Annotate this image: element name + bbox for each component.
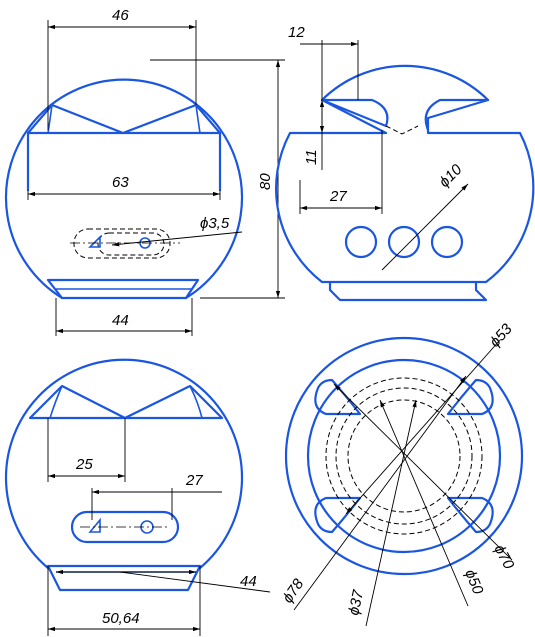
tl-hole-mark [88,235,101,248]
br-dim-37: ϕ37 [345,588,367,617]
bl-dim-50-64: 50,64 [102,610,140,627]
tl-dim-46: 46 [112,7,129,24]
tl-outline [4,78,244,300]
view-top-right: 12 11 27 ϕ10 [275,24,535,302]
br-hidden-1 [325,377,483,535]
br-leader-37 [365,399,417,627]
bl-hole-mark [88,517,101,533]
br-slot-bottom-right [446,496,494,534]
tr-outline [275,64,535,302]
tl-leader-3-5 [111,231,243,247]
tl-slot-hidden [73,228,171,259]
view-top-left: 46 63 80 ϕ3,5 44 [4,7,285,336]
tl-body-edge [26,131,222,192]
bl-outline [4,358,244,570]
bl-leader-44 [119,571,271,593]
tl-slot-inner [97,232,165,256]
tr-hole-1 [344,225,378,259]
bl-top-notch [28,384,224,420]
br-slot-top-left [314,378,362,416]
tl-bottom-plate [46,278,200,300]
tr-dim-10: ϕ10 [436,161,466,191]
br-leader-53 [345,339,501,515]
tr-notch-hidden [385,125,419,135]
br-dim-70: ϕ70 [490,542,517,573]
br-leader-50 [379,399,469,607]
tr-notch-right [424,98,490,132]
tl-dim-hole: ϕ3,5 [200,215,230,232]
tl-top-notch [26,103,222,135]
bl-slot [70,510,180,544]
br-dim-53: ϕ53 [486,320,516,350]
bl-dim-25: 25 [75,456,93,473]
tr-dim-12: 12 [288,24,305,41]
tr-notch-left [320,98,389,128]
br-dim-50: ϕ50 [461,567,486,597]
bl-notch-ribs [49,385,203,419]
br-leader-70 [333,383,513,561]
tr-hole-2 [387,225,421,259]
br-hidden-2 [335,387,473,525]
tr-dim-11: 11 [303,149,320,165]
tl-dim-80: 80 [257,173,274,190]
br-leader-78 [293,375,467,611]
view-bottom-left: 25 27 44 50,64 [4,358,271,636]
tr-hole-3 [430,225,464,259]
br-outer-circle [284,336,524,576]
br-slot-top-right [446,378,494,416]
view-bottom-right: ϕ53 ϕ70 ϕ50 ϕ37 ϕ78 [279,320,524,627]
tl-dim-44: 44 [112,312,129,329]
tl-dim-63: 63 [112,174,129,191]
tr-leader-10 [381,183,469,271]
br-hidden-3 [347,399,461,513]
bl-dim-27: 27 [185,472,203,489]
br-dim-78: ϕ78 [279,575,307,606]
bl-bottom-plate [46,564,202,592]
br-inner-circle [306,358,502,554]
bl-dim-44: 44 [240,573,257,590]
tr-dim-27: 27 [329,188,347,205]
tl-notch-ribs [47,104,201,134]
